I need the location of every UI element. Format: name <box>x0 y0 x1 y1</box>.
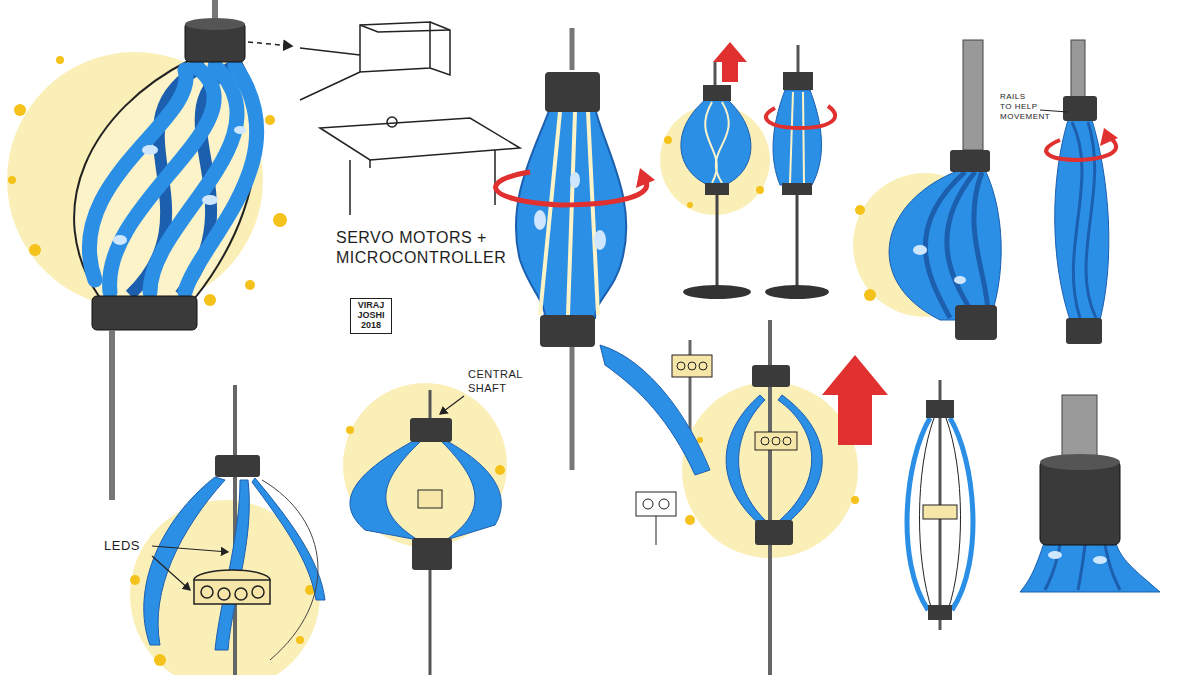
handwritten-note: CENTRAL SHAFT <box>468 368 540 396</box>
handwritten-note: SERVO MOTORS + MICROCONTROLLER <box>336 228 536 268</box>
handwritten-note: LEDS <box>104 538 150 554</box>
handwritten-note: RAILS TO HELP MOVEMENT <box>1000 92 1040 122</box>
signature-text: VIRAJ JOSHI 2018 <box>354 301 388 331</box>
signature-stamp: VIRAJ JOSHI 2018 <box>350 298 392 334</box>
